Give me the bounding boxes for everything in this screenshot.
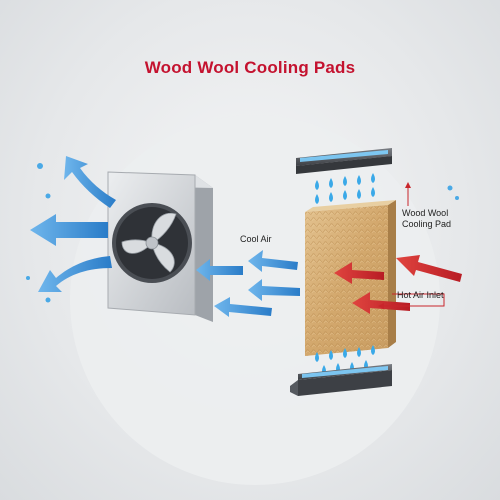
arrow-icon xyxy=(30,214,108,246)
cool-air-label: Cool Air xyxy=(240,234,272,244)
arrow-icon xyxy=(64,156,116,208)
cooling-pad-label-line2: Cooling Pad xyxy=(402,219,452,229)
bottom-water-tray xyxy=(290,364,392,396)
arrow-icon xyxy=(396,255,462,282)
arrow-icon xyxy=(352,292,410,314)
cooling-pad-label: Wood Wool Cooling Pad xyxy=(402,208,472,230)
arrow-icon xyxy=(196,259,243,281)
arrow-icon xyxy=(214,297,272,317)
top-water-tray xyxy=(296,148,392,174)
arrow-icon xyxy=(248,279,300,301)
leader-lines xyxy=(382,186,445,307)
cool-air-arrows xyxy=(196,250,300,317)
water-drop-icon xyxy=(26,163,459,303)
outlet-arrows xyxy=(30,156,116,292)
hot-air-arrows xyxy=(334,255,462,314)
water-drop-icon xyxy=(315,173,375,204)
diagram-title: Wood Wool Cooling Pads xyxy=(144,58,356,77)
hot-air-inlet-label: Hot Air Inlet xyxy=(397,290,444,300)
arrow-icon xyxy=(38,256,112,292)
arrow-icon xyxy=(334,262,384,284)
arrow-icon xyxy=(248,250,298,272)
cooling-pad-label-line1: Wood Wool xyxy=(402,208,449,218)
fan-icon xyxy=(107,171,213,322)
